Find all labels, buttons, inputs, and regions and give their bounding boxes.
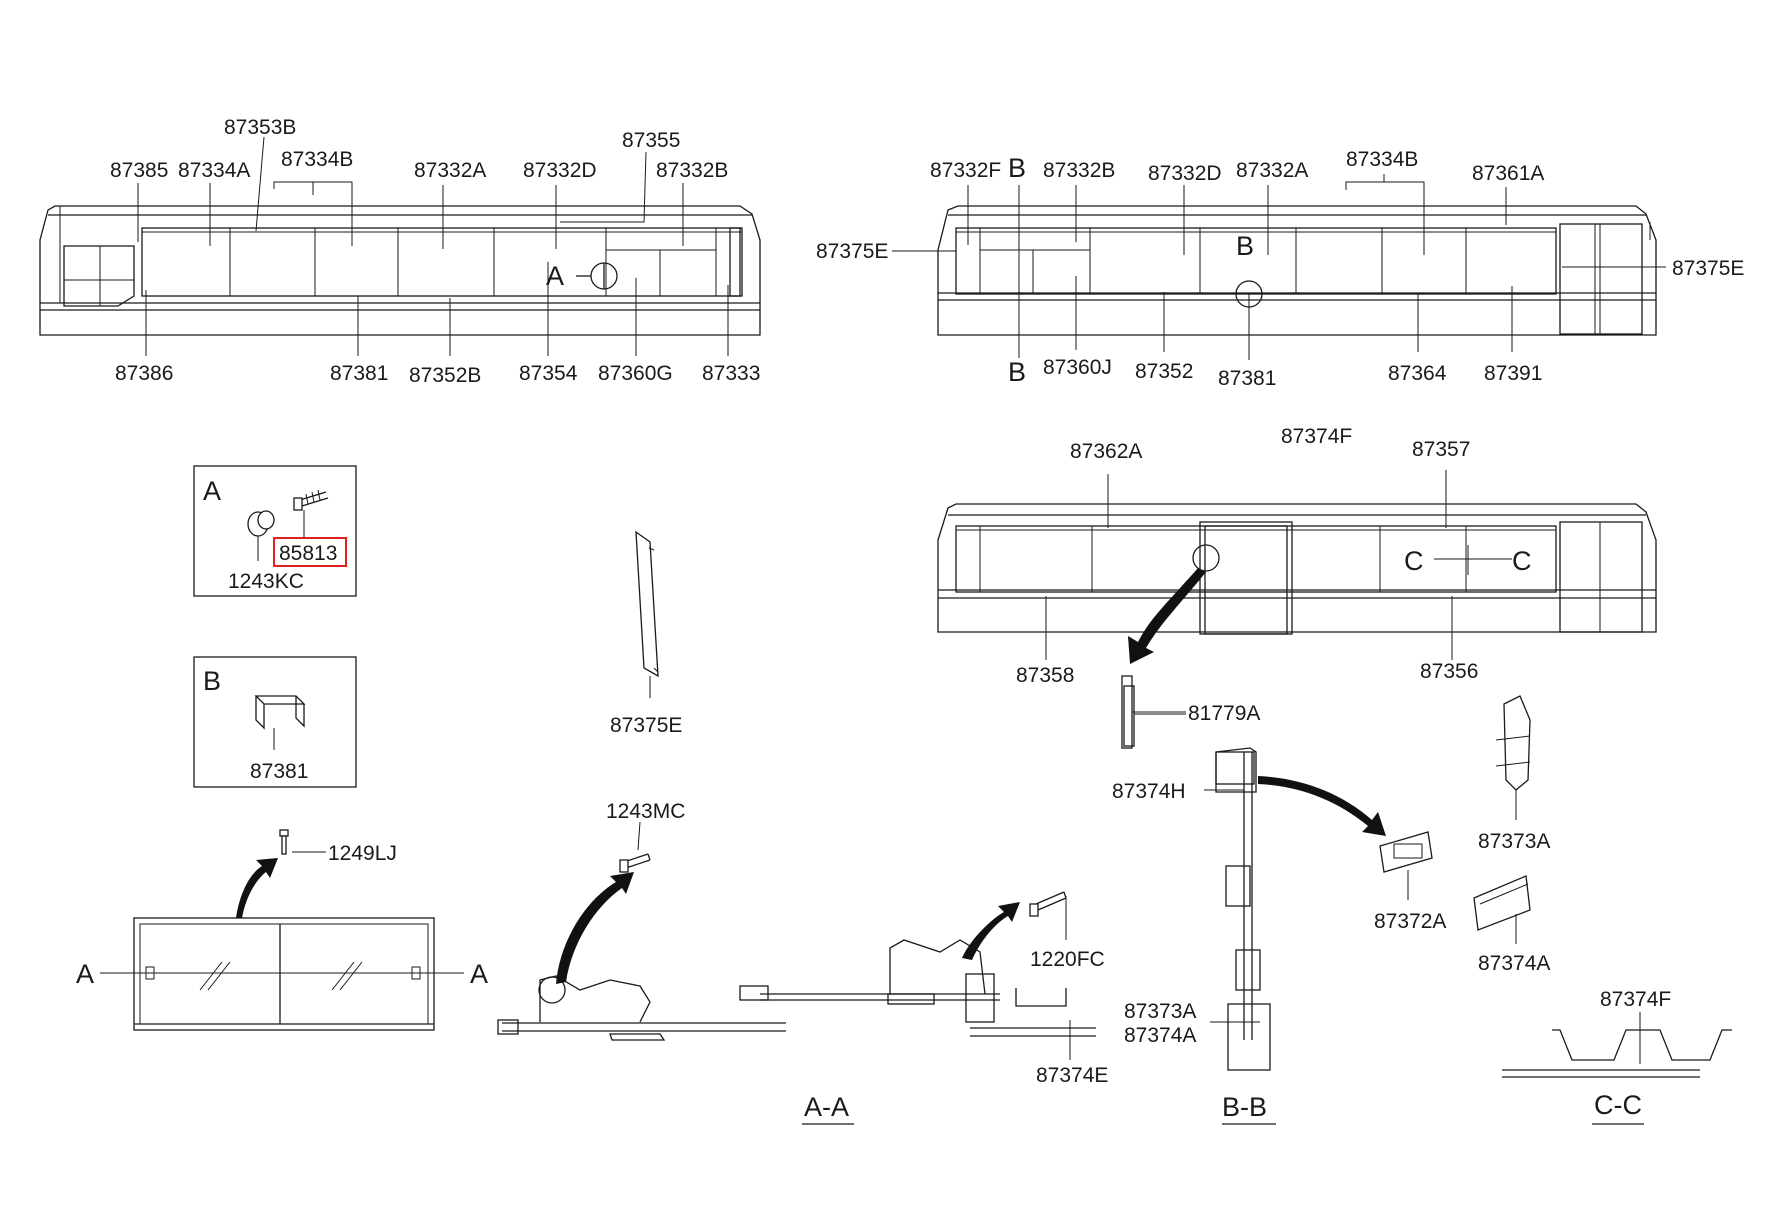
section-mark-C-right: C	[1512, 546, 1532, 576]
detail-a-title: A	[203, 476, 221, 506]
label-87386: 87386	[115, 362, 173, 385]
label-87373A: 87373A	[1478, 830, 1550, 853]
label-87333: 87333	[702, 362, 760, 385]
section-mark-B-mid: B	[1236, 231, 1254, 261]
label-87385: 87385	[110, 159, 168, 182]
label-87334A: 87334A	[178, 159, 250, 182]
label-87332A: 87332A	[414, 159, 486, 182]
clip-parts: 87372A 87373A 87374A 87374F C-C	[1374, 695, 1732, 1125]
label-87375E-left: 87375E	[816, 240, 888, 263]
label-87357: 87357	[1412, 438, 1470, 461]
label-87334B: 87334B	[281, 148, 353, 171]
label-87354: 87354	[519, 362, 578, 385]
label-87374A: 87374A	[1478, 952, 1550, 975]
label-87332F: 87332F	[930, 159, 1001, 182]
label-87381-detail-b: 87381	[250, 760, 308, 783]
label-81779A: 81779A	[1188, 702, 1260, 725]
section-title-b-b: B-B	[1222, 1092, 1267, 1122]
label-87374F-top: 87374F	[1281, 425, 1352, 448]
label-87381: 87381	[330, 362, 388, 385]
section-mark-B-top: B	[1008, 153, 1026, 183]
label-87372A: 87372A	[1374, 910, 1446, 933]
label-87362A: 87362A	[1070, 440, 1142, 463]
label-87332B: 87332B	[656, 159, 728, 182]
label-87353B: 87353B	[224, 116, 296, 139]
bus-right-side-view: 87332F B 87332B 87332D 87332A 87334B 873…	[816, 148, 1744, 390]
bus-rear-side-view: 87362A 87374F 87357 C C 87358 87356	[937, 425, 1657, 687]
label-87375E-right: 87375E	[1672, 257, 1744, 280]
detail-b-title: B	[203, 666, 221, 696]
label-87374E: 87374E	[1036, 1064, 1108, 1087]
label-87361A: 87361A	[1472, 162, 1544, 185]
label-87332B-right: 87332B	[1043, 159, 1115, 182]
label-87373A-b: 87373A	[1124, 1000, 1196, 1023]
label-1243MC: 1243MC	[606, 800, 685, 823]
label-87352: 87352	[1135, 360, 1193, 383]
window-mark-A-left: A	[76, 959, 94, 989]
label-87360J: 87360J	[1043, 356, 1112, 379]
label-87334B-right: 87334B	[1346, 148, 1418, 171]
section-title-c-c: C-C	[1594, 1090, 1642, 1120]
label-87375E-part: 87375E	[610, 714, 682, 737]
label-1243KC: 1243KC	[228, 570, 304, 593]
label-87332A-right: 87332A	[1236, 159, 1308, 182]
part-87375E: 87375E	[610, 530, 682, 737]
bus-left-side-view: 87353B 87385 87334A 87334B 87332A 87332D…	[39, 116, 761, 387]
label-87332D: 87332D	[523, 159, 597, 182]
label-87374F-cc: 87374F	[1600, 988, 1671, 1011]
section-title-a-a: A-A	[804, 1092, 849, 1122]
detail-mark-A: A	[546, 261, 564, 291]
label-87355: 87355	[622, 129, 680, 152]
section-b-b: 87374H 87373A 87374A B-B	[1112, 685, 1386, 1125]
section-mark-B-bottom: B	[1008, 357, 1026, 387]
label-87360G: 87360G	[598, 362, 673, 385]
label-87374A-b: 87374A	[1124, 1024, 1196, 1047]
label-87356: 87356	[1420, 660, 1478, 683]
label-87332D-right: 87332D	[1148, 162, 1222, 185]
window-assembly: 1249LJ A A	[76, 829, 488, 1031]
label-1249LJ: 1249LJ	[328, 842, 397, 865]
label-87381-right: 87381	[1218, 367, 1276, 390]
label-87358: 87358	[1016, 664, 1074, 687]
label-87352B: 87352B	[409, 364, 481, 387]
label-87364: 87364	[1388, 362, 1447, 385]
label-87391: 87391	[1484, 362, 1542, 385]
section-mark-C-left: C	[1404, 546, 1424, 576]
detail-box-a: A 85813 1243KC	[193, 465, 357, 597]
label-87374H: 87374H	[1112, 780, 1186, 803]
detail-box-b: B 87381	[193, 656, 357, 788]
highlight-box	[273, 537, 347, 567]
window-mark-A-right: A	[470, 959, 488, 989]
section-a-a: 1243MC 1220FC 87374E A-A	[497, 800, 1108, 1125]
label-1220FC: 1220FC	[1030, 948, 1105, 971]
label-85813: 85813	[279, 542, 337, 565]
part-81779A: 81779A	[1121, 675, 1260, 749]
